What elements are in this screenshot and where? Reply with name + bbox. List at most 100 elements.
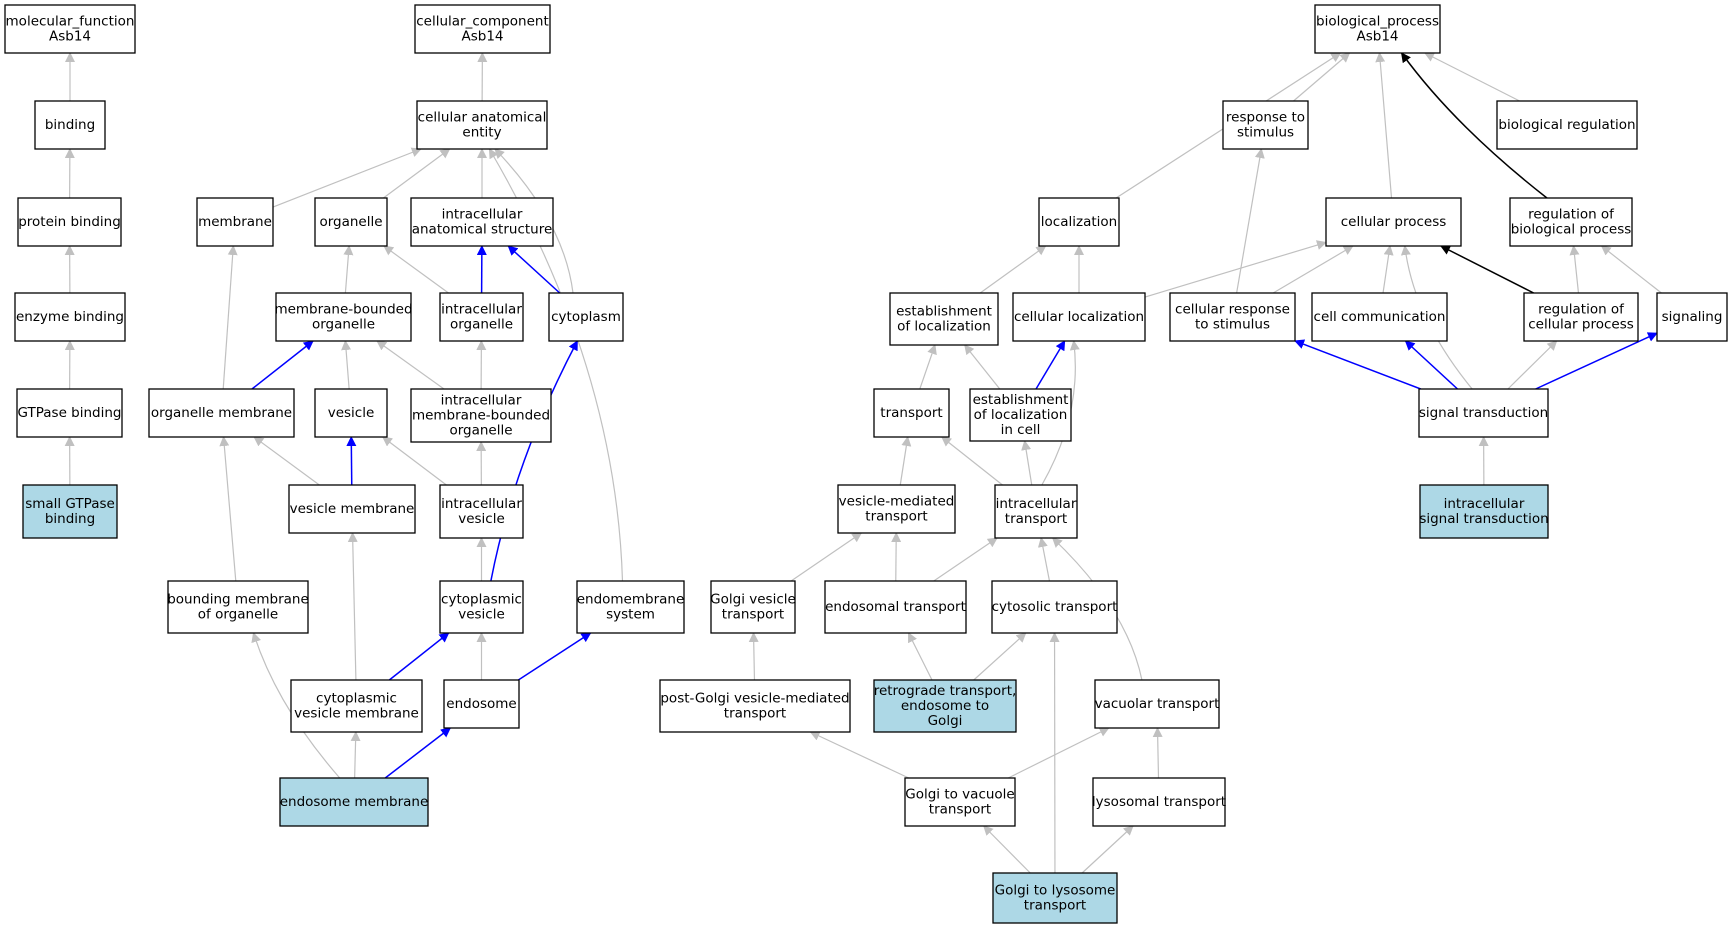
node-cp[interactable]: cellular process: [1325, 197, 1462, 247]
node-label: establishment: [896, 304, 992, 320]
node-vesicle[interactable]: vesicle: [314, 388, 388, 438]
node-br[interactable]: biological regulation: [1496, 100, 1638, 150]
node-label: transport: [1024, 898, 1086, 914]
node-st[interactable]: signal transduction: [1418, 388, 1549, 438]
node-sig[interactable]: signaling: [1656, 292, 1728, 342]
node-box: [873, 679, 1017, 733]
node-label: cellular process: [1341, 214, 1447, 230]
node-label: transport: [865, 509, 927, 525]
node-label: to stimulus: [1195, 317, 1270, 333]
node-label: entity: [462, 125, 501, 141]
node-label: biological process: [1511, 222, 1632, 238]
node-label: anatomical structure: [412, 222, 553, 238]
node-om[interactable]: organelle membrane: [148, 388, 295, 438]
edge-elc-to-cl: [1035, 340, 1066, 390]
node-organelle[interactable]: organelle: [314, 197, 388, 247]
node-box: [1418, 388, 1549, 438]
node-label: endosomal transport: [825, 599, 966, 615]
node-box: [1311, 292, 1448, 342]
node-label: vesicle membrane: [294, 706, 419, 722]
edge-cytoplasm-to-ias: [507, 245, 561, 294]
node-label: cellular response: [1175, 302, 1290, 318]
node-ct[interactable]: cytosolic transport: [991, 580, 1118, 634]
edge-cv-to-cytoplasm: [490, 340, 579, 582]
edge-pgvmt-to-gvt: [748, 632, 759, 681]
edge-bmo-to-om: [219, 436, 237, 582]
node-vm[interactable]: vesicle membrane: [288, 484, 416, 534]
edge-st-to-crs: [1294, 339, 1422, 390]
node-box: [34, 100, 106, 150]
node-loc[interactable]: localization: [1038, 197, 1120, 247]
edge-sig-to-rbp: [1600, 245, 1662, 294]
node-cl[interactable]: cellular localization: [1012, 292, 1146, 342]
node-endosome[interactable]: endosome: [443, 679, 520, 729]
node-label: Golgi to lysosome: [995, 883, 1116, 899]
node-label: organelle: [450, 317, 513, 333]
node-em[interactable]: endosome membrane: [279, 777, 429, 827]
node-label: Asb14: [1356, 29, 1398, 45]
node-box: [1094, 679, 1220, 729]
node-et[interactable]: endosomal transport: [824, 580, 967, 634]
node-label: Golgi to vacuole: [905, 787, 1014, 803]
node-transport[interactable]: transport: [873, 388, 950, 438]
node-label: endosome to: [901, 698, 989, 714]
node-gtpase_binding[interactable]: GTPase binding: [16, 388, 123, 438]
node-label: cellular anatomical: [418, 110, 547, 126]
node-enzyme_binding[interactable]: enzyme binding: [14, 292, 126, 342]
node-label: transport: [880, 405, 942, 421]
node-label: endosome: [446, 696, 516, 712]
node-box: [1419, 484, 1549, 539]
node-box: [873, 388, 950, 438]
node-label: Asb14: [49, 29, 91, 45]
node-box: [275, 292, 412, 342]
node-lt[interactable]: lysosomal transport: [1092, 777, 1226, 827]
node-label: organelle membrane: [151, 405, 292, 421]
node-label: stimulus: [1237, 125, 1294, 141]
node-membrane[interactable]: membrane: [196, 197, 274, 247]
node-protein_binding[interactable]: protein binding: [17, 197, 122, 247]
edge-cl-to-cp: [1144, 240, 1327, 298]
node-label: cytosolic transport: [992, 599, 1118, 615]
node-vt[interactable]: vacuolar transport: [1094, 679, 1220, 729]
node-label: binding: [45, 117, 95, 133]
edge-it-to-elc: [1021, 440, 1033, 486]
node-binding[interactable]: binding: [34, 100, 106, 150]
node-cc2[interactable]: cell communication: [1311, 292, 1448, 342]
node-box: [17, 197, 122, 247]
node-label: intracellular: [1444, 496, 1525, 512]
node-label: signal transduction: [1419, 511, 1548, 527]
node-label: vesicle: [458, 511, 505, 527]
node-label: transport: [724, 706, 786, 722]
node-label: cellular_component: [416, 14, 548, 30]
node-box: [1496, 100, 1638, 150]
node-cytoplasm[interactable]: cytoplasm: [548, 292, 624, 342]
